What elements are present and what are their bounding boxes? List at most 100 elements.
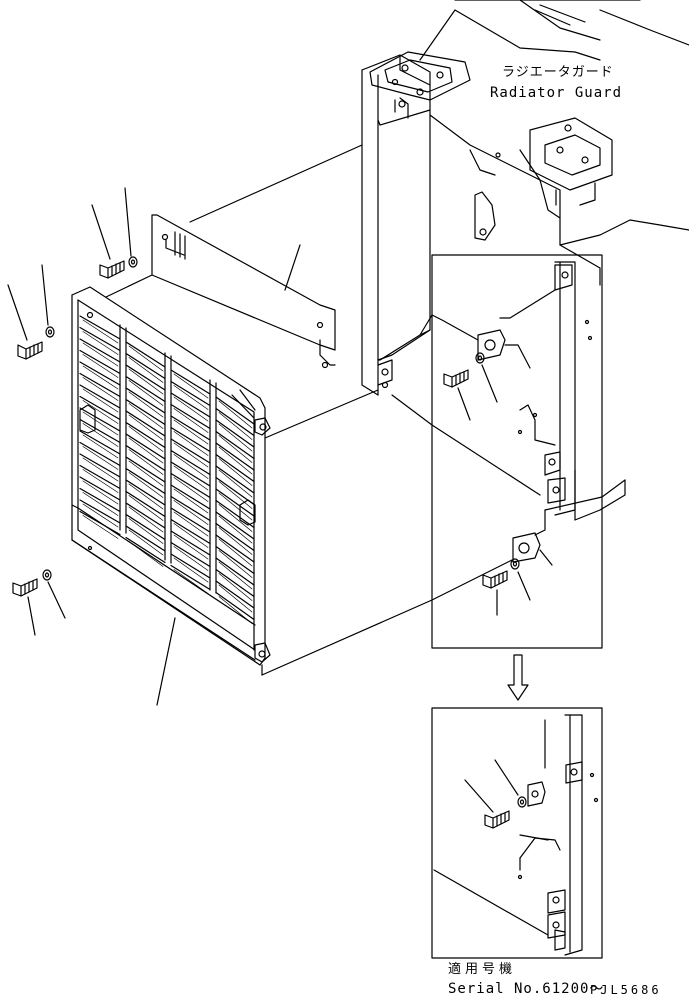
louver-slat-edge bbox=[218, 527, 253, 555]
drawing-code: PJL5686 bbox=[590, 983, 662, 997]
louver-slat bbox=[170, 380, 211, 407]
louver-slat-edge bbox=[173, 477, 209, 502]
louver-slat-edge bbox=[82, 354, 119, 378]
bolt-set-5 bbox=[482, 558, 531, 616]
part-name-english: Radiator Guard bbox=[490, 85, 623, 101]
louver-slat bbox=[79, 349, 121, 375]
louver-slat-edge bbox=[128, 483, 164, 510]
louver-slat-edge bbox=[173, 454, 209, 479]
louver-slat-edge bbox=[173, 442, 209, 468]
bolt-set-4 bbox=[443, 352, 498, 421]
louver-slat-edge bbox=[173, 488, 209, 514]
louver-slat-edge bbox=[82, 503, 119, 528]
louver-slat bbox=[79, 476, 121, 501]
louver-slat bbox=[170, 426, 211, 453]
side-panel bbox=[419, 0, 689, 521]
louver-slat bbox=[125, 410, 166, 437]
louver-slat-edge bbox=[173, 557, 209, 583]
radiator-grille bbox=[71, 286, 271, 666]
louver-slat bbox=[79, 487, 121, 513]
louver-slat bbox=[170, 484, 211, 510]
louver-slat bbox=[79, 395, 121, 421]
louver-slat bbox=[215, 545, 255, 575]
louver-slat-edge bbox=[173, 373, 209, 399]
louver-slat-edge bbox=[218, 469, 253, 498]
louver-slat-edge bbox=[128, 518, 164, 544]
louver-slat bbox=[79, 441, 121, 467]
louver-slat bbox=[170, 438, 211, 464]
louver-slat-edge bbox=[218, 538, 253, 567]
louver-slat bbox=[170, 507, 211, 533]
louver-slat bbox=[170, 541, 211, 568]
louver-slat-edge bbox=[173, 546, 209, 571]
bolt-set-1 bbox=[91, 187, 138, 279]
louver-slat-edge bbox=[173, 396, 209, 422]
louver-slat-edge bbox=[173, 408, 209, 433]
vertical-post bbox=[361, 51, 471, 396]
louver-slat bbox=[79, 499, 121, 524]
louver-slat bbox=[170, 553, 211, 579]
louver-slat-edge bbox=[128, 345, 164, 372]
bolt-set-2 bbox=[7, 264, 55, 360]
louver-slat-edge bbox=[82, 411, 119, 436]
louver-slat bbox=[125, 421, 166, 449]
top-plate bbox=[151, 214, 336, 369]
louver-slat bbox=[170, 495, 211, 522]
louver-slat bbox=[125, 536, 166, 564]
applicable-serial-english: Serial No.61200〜 bbox=[448, 981, 605, 997]
louver-slat bbox=[79, 510, 121, 536]
louver-slat-edge bbox=[82, 365, 119, 390]
louver-slat-edge bbox=[82, 480, 119, 505]
louver-slat bbox=[215, 499, 255, 529]
louver-slat bbox=[215, 522, 255, 552]
louver-slat bbox=[79, 372, 121, 398]
applicable-serial-japanese: 適用号機 bbox=[448, 962, 517, 977]
louver-slat-edge bbox=[173, 385, 209, 410]
louver-slat-edge bbox=[173, 431, 209, 456]
louver-slat-edge bbox=[218, 515, 253, 544]
grille-leaders bbox=[156, 244, 301, 706]
louver-slat bbox=[215, 442, 255, 471]
louver-slat-edge bbox=[128, 472, 164, 498]
assembly-lines bbox=[105, 144, 513, 676]
louver-slat-edge bbox=[128, 391, 164, 418]
louver-slat bbox=[170, 518, 211, 545]
louver-slat bbox=[125, 502, 166, 529]
louver-slat bbox=[125, 352, 166, 380]
louver-slat-edge bbox=[218, 492, 253, 521]
louver-slat-edge bbox=[82, 434, 119, 459]
louver-slat-edge bbox=[128, 414, 164, 441]
louver-slat-edge bbox=[128, 380, 164, 406]
louver-slat bbox=[215, 534, 255, 563]
louver-slat-edge bbox=[128, 495, 164, 521]
louver-slat bbox=[125, 398, 166, 426]
louver-slat-edge bbox=[128, 403, 164, 429]
louver-slat-edge bbox=[82, 492, 119, 516]
louver-slat bbox=[215, 591, 255, 621]
louver-slat-edge bbox=[218, 446, 253, 475]
louver-slat bbox=[79, 384, 121, 409]
louver-slat bbox=[170, 461, 211, 487]
louver-slat bbox=[125, 444, 166, 472]
louver-slat bbox=[125, 513, 166, 541]
louver-slat-edge bbox=[82, 515, 119, 539]
louver-slat bbox=[125, 375, 166, 403]
louver-slat bbox=[125, 479, 166, 506]
louver-slat-edge bbox=[218, 435, 253, 463]
louver-slat-edge bbox=[173, 534, 209, 560]
louver-slat bbox=[79, 338, 121, 363]
louver-slat bbox=[170, 472, 211, 499]
louver-slat-edge bbox=[173, 500, 209, 525]
louver-slat bbox=[125, 456, 166, 483]
louver-slat bbox=[215, 430, 255, 460]
louver-slat bbox=[215, 511, 255, 540]
louver-slat bbox=[125, 490, 166, 518]
louver-slat-edge bbox=[128, 541, 164, 567]
louver-slat bbox=[125, 387, 166, 414]
louver-slat-edge bbox=[82, 400, 119, 424]
louver-slat-edge bbox=[218, 561, 253, 590]
louver-slat-edge bbox=[218, 550, 253, 578]
louver-slat bbox=[79, 464, 121, 490]
louver-slat bbox=[79, 407, 121, 432]
